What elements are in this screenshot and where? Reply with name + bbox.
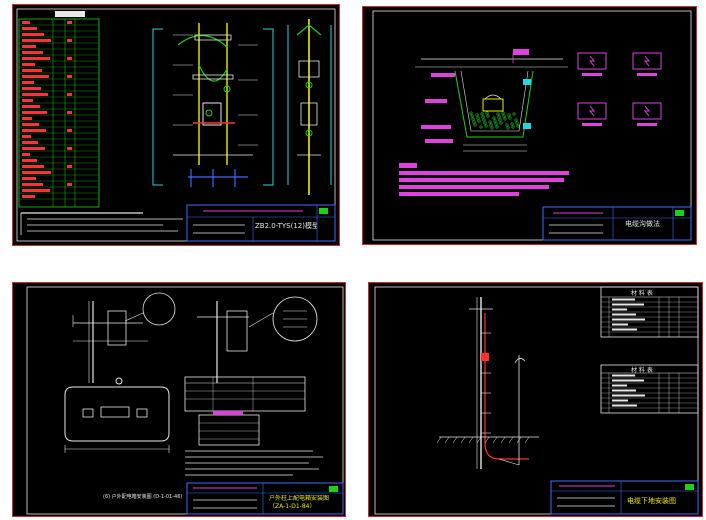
sheet-3-side-label: (6) 户外配电箱安装图 (D-1-01-46) [103,494,183,500]
sheet-4-title: 电缆下地安装图 [627,497,676,505]
notes-3 [185,450,323,476]
sheet-4-table-title-1: 材 料 表 [631,290,653,297]
title-block-3 [186,482,344,515]
materials-table-4b [600,364,699,414]
title-block-1 [186,204,336,242]
sheet-4-canvas [374,286,699,515]
sheet-3-canvas [26,286,344,515]
drawing-sheet-2[interactable]: 电缆沟做法 [362,6,697,245]
materials-table-4a [600,286,699,338]
drawing-sheet-3[interactable]: (6) 户外配电箱安装图 (D-1-01-46) 户外柱上配电箱安装图（ZA-1… [12,282,346,517]
materials-table-1 [18,11,100,208]
sheet-3-title: 户外柱上配电箱安装图（ZA-1-D1-84） [269,495,330,510]
box-elevation-right [197,296,318,383]
sheet-4-table-title-2: 材 料 表 [631,367,653,374]
pole-elevation-a [152,23,274,187]
notes-2 [399,163,569,196]
sheet-2-canvas [372,10,692,241]
sheet-1-canvas [16,8,336,242]
cable-riser-pole [436,297,539,469]
box-plan-view [64,377,170,453]
cable-trench-section [415,49,568,152]
title-block-2 [542,206,692,241]
box-elevation-left [72,292,176,383]
drawing-sheet-4[interactable]: 材 料 表 材 料 表 电缆下地安装图 [368,282,703,517]
section-symbols [577,52,662,126]
drawing-sheet-1[interactable]: ZB2.0-TYS(12)模型分析 [12,4,340,246]
title-block-4 [550,480,699,515]
equipment-table-3 [184,376,306,446]
sheet-1-title: ZB2.0-TYS(12)模型分析 [255,222,317,230]
pole-elevation-b [287,19,332,195]
sheet-2-title: 电缆沟做法 [625,220,660,228]
notes-1 [20,212,183,235]
